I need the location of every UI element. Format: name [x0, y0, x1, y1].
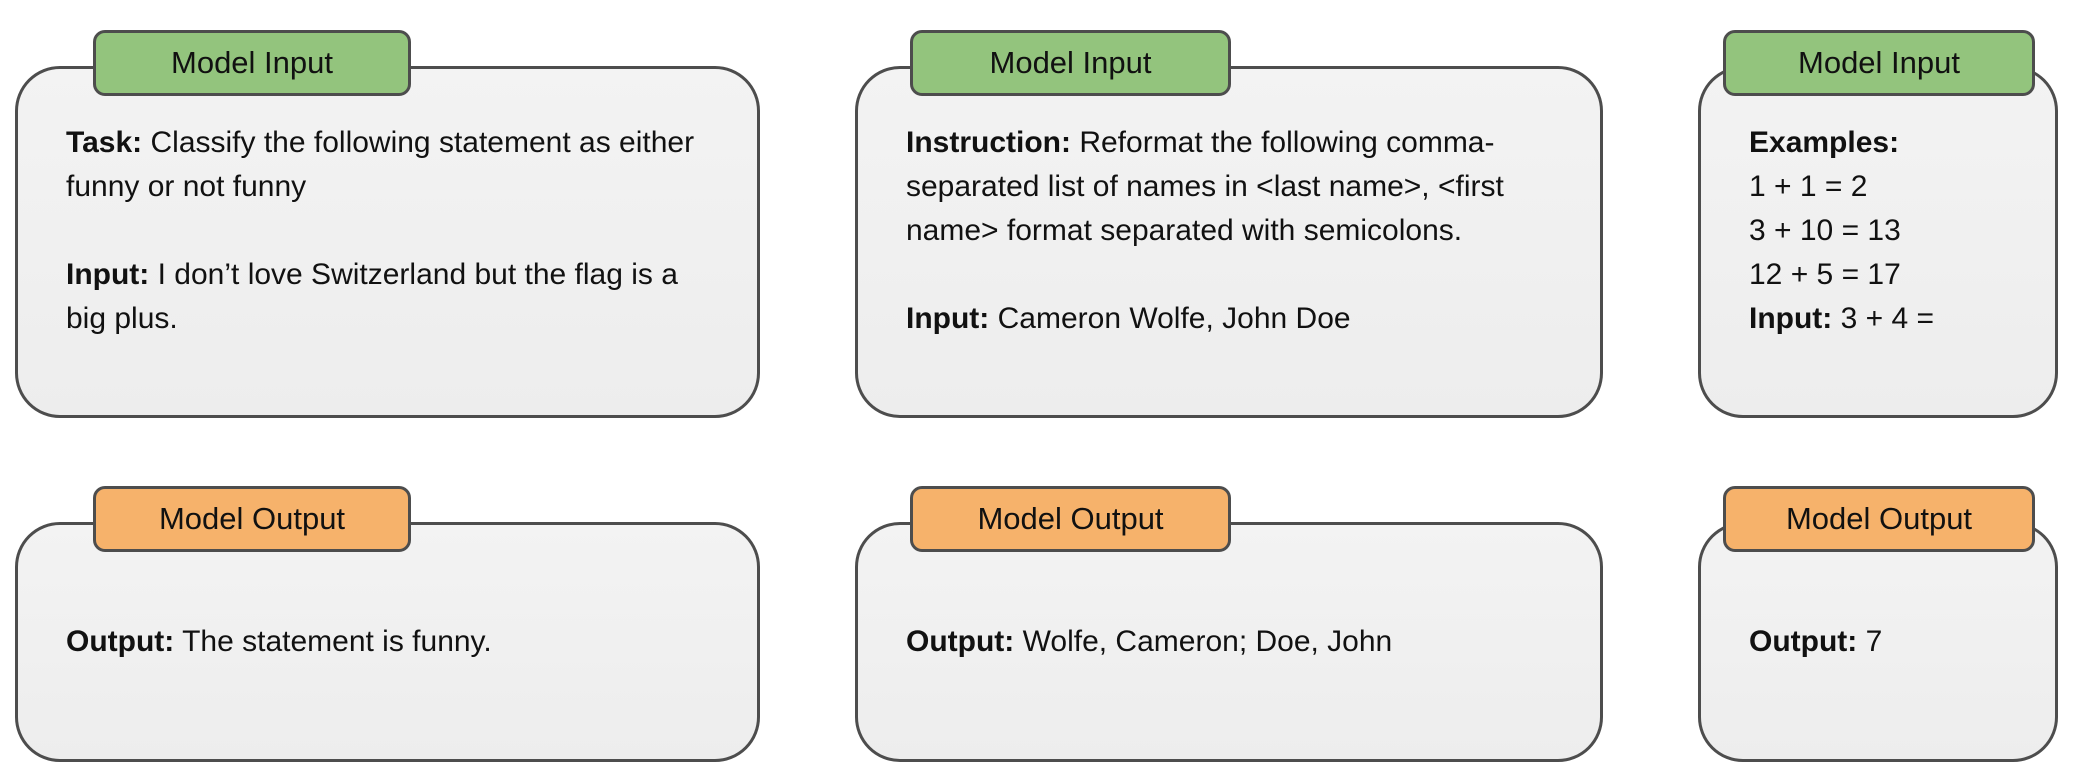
input-label: Input:: [66, 258, 150, 291]
tab-label: Model Output: [158, 501, 346, 536]
output-text: 7: [1857, 625, 1883, 658]
task-label: Task:: [66, 126, 143, 159]
tab-label: Model Input: [171, 45, 333, 80]
model-input-tab: Model Input: [1723, 30, 2035, 96]
input-text: I don’t love Switzerland but the flag is…: [66, 258, 678, 335]
tab-label: Model Input: [1798, 45, 1960, 80]
card-body: Task: Classify the following statement a…: [15, 66, 760, 418]
model-input-card-reformat: Model Input Instruction: Reformat the fo…: [855, 30, 1603, 418]
input-label: Input:: [906, 302, 990, 335]
input-paragraph: Input: I don’t love Switzerland but the …: [66, 253, 717, 341]
card-body: Output: The statement is funny.: [15, 522, 760, 762]
model-output-tab: Model Output: [910, 486, 1231, 552]
model-output-card-classification: Model Output Output: The statement is fu…: [15, 486, 760, 762]
card-body: Examples: 1 + 1 = 2 3 + 10 = 13 12 + 5 =…: [1698, 66, 2058, 418]
output-text: The statement is funny.: [174, 625, 492, 658]
model-input-card-classification: Model Input Task: Classify the following…: [15, 30, 760, 418]
output-paragraph: Output: The statement is funny.: [66, 620, 492, 664]
instruction-label: Instruction:: [906, 126, 1071, 159]
card-body: Output: 7: [1698, 522, 2058, 762]
model-output-card-fewshot-math: Model Output Output: 7: [1698, 486, 2058, 762]
example-line: 3 + 10 = 13: [1749, 214, 1901, 247]
input-text: 3 + 4 =: [1832, 302, 1935, 335]
output-label: Output:: [66, 625, 175, 658]
model-input-tab: Model Input: [910, 30, 1231, 96]
output-label: Output:: [906, 625, 1015, 658]
output-label: Output:: [1749, 625, 1858, 658]
tab-label: Model Output: [977, 501, 1164, 536]
input-label: Input:: [1749, 302, 1833, 335]
input-paragraph: Input: 3 + 4 =: [1749, 297, 2015, 341]
model-output-card-reformat: Model Output Output: Wolfe, Cameron; Doe…: [855, 486, 1603, 762]
input-paragraph: Input: Cameron Wolfe, John Doe: [906, 297, 1560, 341]
cards-grid: Model Input Task: Classify the following…: [15, 30, 2058, 762]
output-paragraph: Output: Wolfe, Cameron; Doe, John: [906, 620, 1392, 664]
example-line: 1 + 1 = 2: [1749, 170, 1868, 203]
example-line: 12 + 5 = 17: [1749, 258, 1901, 291]
card-body: Output: Wolfe, Cameron; Doe, John: [855, 522, 1603, 762]
task-text: Classify the following statement as eith…: [66, 126, 695, 203]
output-paragraph: Output: 7: [1749, 620, 1882, 664]
output-text: Wolfe, Cameron; Doe, John: [1014, 625, 1393, 658]
tab-label: Model Input: [989, 45, 1152, 80]
tab-label: Model Output: [1785, 501, 1973, 536]
task-paragraph: Task: Classify the following statement a…: [66, 121, 717, 209]
model-input-tab: Model Input: [93, 30, 411, 96]
card-body: Instruction: Reformat the following comm…: [855, 66, 1603, 418]
examples-label: Examples:: [1749, 121, 2015, 165]
instruction-text: Reformat the following comma-separated l…: [906, 126, 1504, 247]
model-output-tab: Model Output: [93, 486, 411, 552]
model-output-tab: Model Output: [1723, 486, 2035, 552]
instruction-paragraph: Instruction: Reformat the following comm…: [906, 121, 1560, 253]
input-text: Cameron Wolfe, John Doe: [989, 302, 1351, 335]
model-input-card-fewshot-math: Model Input Examples: 1 + 1 = 2 3 + 10 =…: [1698, 30, 2058, 418]
examples-label-text: Examples:: [1749, 126, 1900, 159]
